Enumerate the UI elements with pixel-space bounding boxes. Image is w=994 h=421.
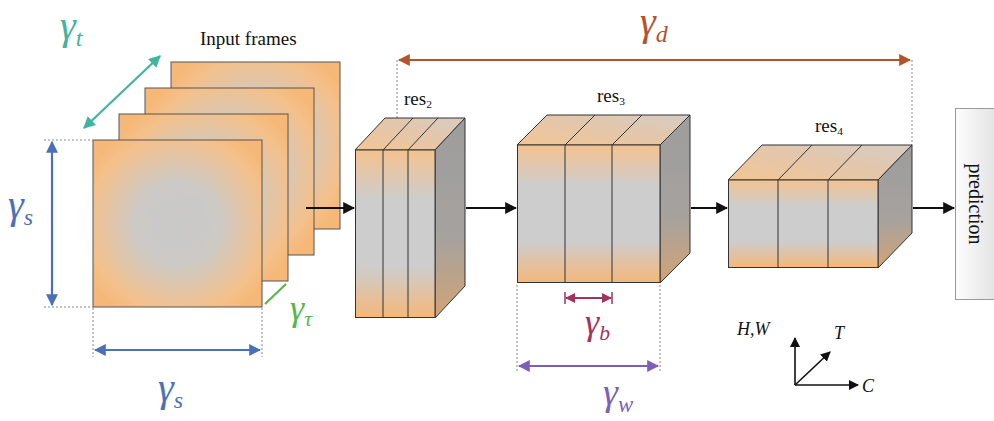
- input-stack: Input frames: [90, 28, 305, 310]
- dimension-arrow: [519, 365, 658, 367]
- cube-side: [878, 145, 912, 268]
- extension-line: [44, 140, 93, 141]
- output-box: prediction: [955, 108, 994, 300]
- feature-cube: [728, 115, 912, 268]
- block-heading: res3: [597, 85, 625, 109]
- axis-arrow: [795, 384, 858, 386]
- slice-line: [383, 118, 413, 150]
- slice-line: [383, 150, 384, 318]
- extension-line: [93, 308, 94, 357]
- feature-block: res2: [355, 88, 465, 318]
- axis-arrow: [794, 338, 796, 385]
- slice-line: [408, 118, 438, 150]
- block-heading: Input frames: [200, 28, 297, 50]
- slice-line: [778, 180, 779, 268]
- axis-arrow: [795, 352, 830, 385]
- dimension-arrow: [84, 56, 160, 128]
- dimension-label: γτ: [290, 290, 312, 331]
- feature-cube: [355, 88, 465, 318]
- flow-arrow: [306, 207, 354, 209]
- feature-cube: [517, 85, 690, 283]
- stride-mark: [265, 284, 286, 304]
- dimension-label: γw: [603, 373, 633, 417]
- slice-line: [408, 150, 409, 318]
- input-frame: [93, 140, 262, 307]
- dimension-label: γd: [640, 2, 668, 46]
- dimension-tick: [564, 292, 566, 304]
- cube-front: [356, 150, 436, 318]
- extension-line: [44, 307, 93, 308]
- cube-side: [660, 115, 690, 283]
- slice-line: [565, 145, 566, 283]
- dimension-arrow: [399, 59, 910, 61]
- cube-front: [518, 145, 661, 283]
- axis-label: T: [834, 324, 844, 342]
- extension-line: [912, 60, 913, 145]
- dimension-label: γs: [8, 185, 33, 229]
- block-heading: res2: [404, 88, 432, 112]
- dimension-label: γt: [60, 6, 82, 50]
- slice-line: [612, 115, 642, 145]
- cube-side: [435, 118, 465, 318]
- dimension-label: γb: [585, 304, 610, 345]
- block-heading: res4: [815, 115, 843, 139]
- dimension-label: γs: [158, 368, 183, 412]
- feature-block: res3: [517, 85, 690, 283]
- extension-line: [660, 285, 661, 372]
- axis-label: H,W: [737, 320, 770, 338]
- flow-arrow: [466, 207, 516, 209]
- extension-line: [517, 285, 518, 372]
- box-label: prediction: [964, 163, 987, 244]
- dimension-tick: [611, 292, 613, 304]
- slice-line: [565, 115, 595, 145]
- slice-line: [828, 180, 829, 268]
- feature-block: res4: [728, 115, 912, 268]
- flow-arrow: [913, 207, 954, 209]
- extension-line: [397, 60, 398, 118]
- extension-line: [262, 308, 263, 357]
- dimension-arrow: [51, 142, 53, 305]
- slice-line: [778, 145, 812, 180]
- axis-label: C: [862, 377, 874, 395]
- slice-line: [612, 145, 613, 283]
- cube-front: [729, 180, 879, 268]
- dimension-arrow: [95, 349, 260, 351]
- dimension-arrow: [566, 297, 611, 299]
- slice-line: [828, 145, 862, 180]
- flow-arrow: [691, 207, 727, 209]
